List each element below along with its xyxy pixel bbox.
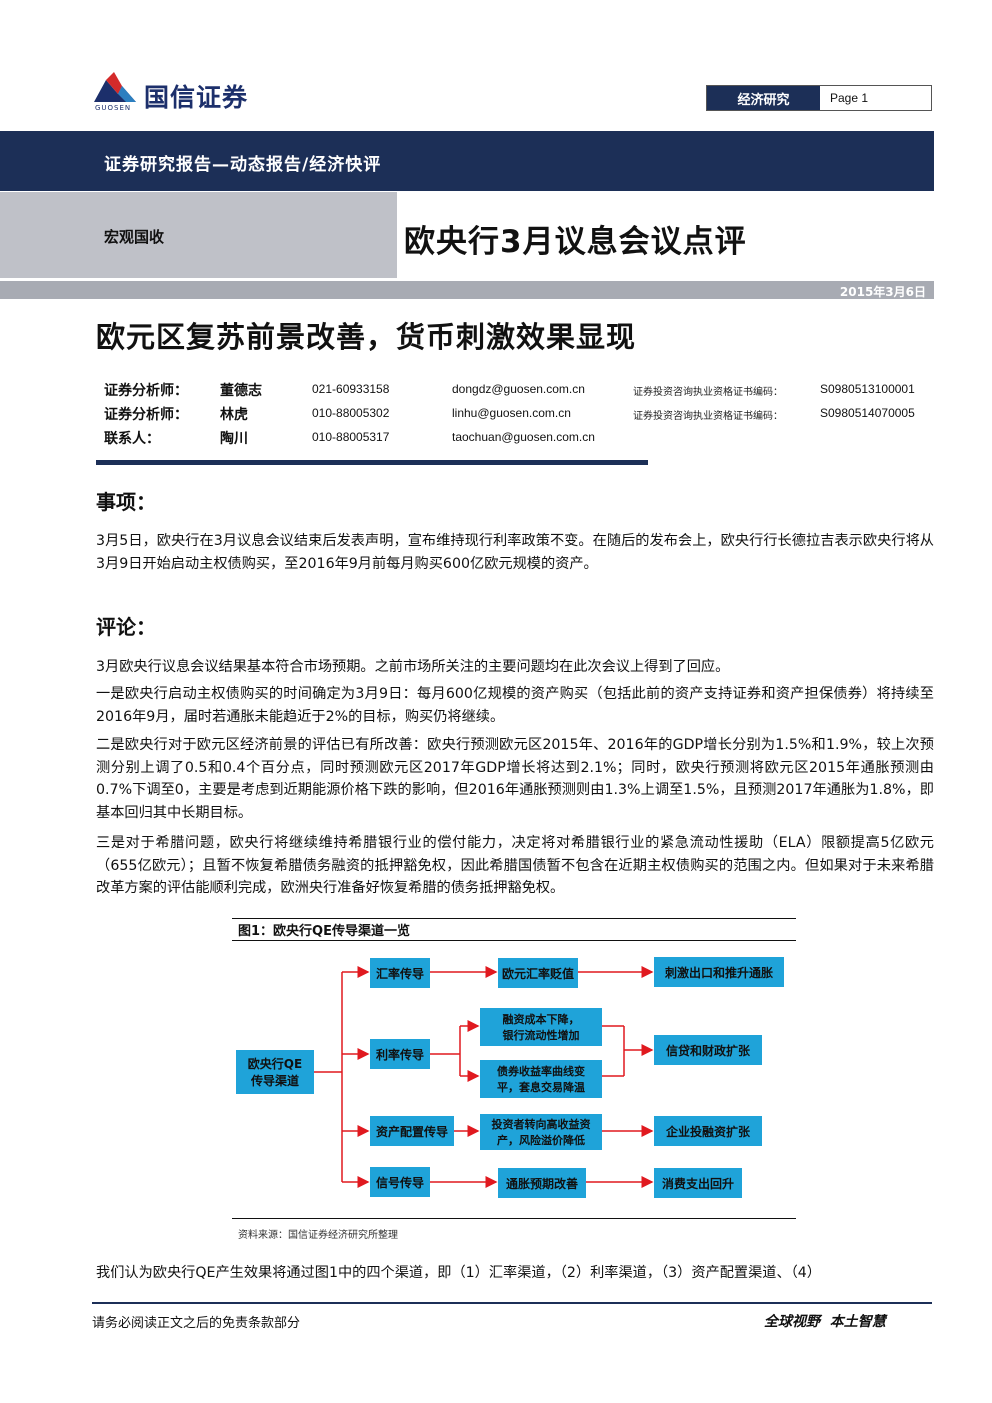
footer-rule xyxy=(92,1302,932,1304)
transmission-flowchart: 欧央行QE 传导渠道 汇率传导 利率传导 资产配置传导 信号传导 欧元汇率贬值 … xyxy=(236,957,784,1198)
comment-paragraph: 三是对于希腊问题，欧央行将继续维持希腊银行业的偿付能力，决定将对希腊银行业的紧急… xyxy=(96,835,934,897)
analyst-email[interactable]: dongdz@guosen.com.cn xyxy=(452,382,585,396)
effect-label: 产，风险溢价降低 xyxy=(497,1133,585,1147)
contact-email[interactable]: taochuan@guosen.com.cn xyxy=(452,430,595,444)
root-node: 欧央行QE 传导渠道 xyxy=(236,1050,314,1094)
footer-disclaimer[interactable]: 请务必阅读正文之后的免责条款部分 xyxy=(92,1316,301,1331)
logo-subtext: GUOSEN xyxy=(95,104,132,112)
category-box: 经济研究 Page 1 xyxy=(706,85,932,111)
comment-heading: 评论： xyxy=(96,615,156,639)
page-label: Page 1 xyxy=(830,91,869,105)
category-label: 经济研究 xyxy=(707,86,820,110)
analyst-email[interactable]: linhu@guosen.com.cn xyxy=(452,406,571,420)
analyst-role: 证券分析师： xyxy=(104,383,188,399)
outcome-label: 信贷和财政扩张 xyxy=(666,1043,751,1058)
effect-label: 银行流动性增加 xyxy=(503,1028,580,1042)
comment-paragraph: 3月欧央行议息会议结果基本符合市场预期。之前市场所关注的主要问题均在此次会议上得… xyxy=(96,659,730,675)
figure-source: 资料来源：国信证券经济研究所整理 xyxy=(238,1230,398,1241)
comment-paragraph: 二是欧央行对于欧元区经济前景的评估已有所改善：欧央行预测欧元区2015年、201… xyxy=(96,737,934,821)
effect-node: 通胀预期改善 xyxy=(498,1168,586,1198)
outcome-label: 企业投融资扩张 xyxy=(665,1124,751,1139)
contact-phone: 010-88005317 xyxy=(312,430,390,444)
root-line-2: 传导渠道 xyxy=(250,1073,299,1088)
effect-node: 投资者转向高收益资 产，风险溢价降低 xyxy=(480,1114,602,1150)
report-title: 欧央行3月议息会议点评 xyxy=(404,224,747,260)
channel-label: 利率传导 xyxy=(376,1047,424,1062)
figure-top-rule xyxy=(232,918,796,919)
effect-node: 债券收益率曲线变 平，套息交易降温 xyxy=(480,1060,602,1098)
outcome-node: 消费支出回升 xyxy=(654,1168,742,1198)
event-paragraph: 3月5日，欧央行在3月议息会议结束后发表声明，宣布维持现行利率政策不变。在随后的… xyxy=(96,533,934,572)
outcome-node: 企业投融资扩张 xyxy=(654,1116,762,1146)
outcome-node: 刺激出口和推升通胀 xyxy=(654,957,784,987)
channel-label: 汇率传导 xyxy=(376,966,424,981)
footer-slogan: 全球视野 本土智慧 xyxy=(764,1314,886,1330)
channel-node: 利率传导 xyxy=(370,1039,430,1069)
sector-panel: 宏观国收 xyxy=(0,192,397,278)
effect-label: 欧元汇率贬值 xyxy=(502,966,574,981)
figure-title-underline xyxy=(232,940,796,941)
analyst-name: 董德志 xyxy=(220,383,262,399)
channel-label: 信号传导 xyxy=(376,1175,424,1190)
analyst-row: 证券分析师： 董德志 021-60933158 dongdz@guosen.co… xyxy=(104,380,934,400)
contact-role: 联系人： xyxy=(104,431,160,447)
company-logo: 国信证券 GUOSEN xyxy=(92,72,292,112)
event-heading: 事项： xyxy=(96,490,156,514)
channel-node: 汇率传导 xyxy=(370,958,430,988)
date-bar: 2015年3月6日 xyxy=(0,281,934,299)
closing-paragraph: 我们认为欧央行QE产生效果将通过图1中的四个渠道，即（1）汇率渠道，（2）利率渠… xyxy=(96,1265,821,1281)
cert-number: S0980513100001 xyxy=(820,382,915,396)
comment-paragraph: 一是欧央行启动主权债购买的时间确定为3月9日：每月600亿规模的资产购买（包括此… xyxy=(96,686,934,725)
effect-node: 融资成本下降， 银行流动性增加 xyxy=(480,1008,602,1046)
figure-bottom-rule xyxy=(232,1218,796,1219)
cert-number: S0980514070005 xyxy=(820,406,915,420)
report-date: 2015年3月6日 xyxy=(839,285,926,299)
sector-label: 宏观国收 xyxy=(104,228,165,246)
effect-label: 投资者转向高收益资 xyxy=(492,1117,591,1131)
cert-label: 证券投资咨询执业资格证书编码： xyxy=(633,411,783,422)
outcome-node: 信贷和财政扩张 xyxy=(654,1035,762,1065)
headline: 欧元区复苏前景改善，货币刺激效果显现 xyxy=(96,320,637,354)
channel-node: 信号传导 xyxy=(370,1167,430,1197)
logo-mark-icon xyxy=(94,72,136,102)
analyst-row: 联系人： 陶川 010-88005317 taochuan@guosen.com… xyxy=(104,428,934,448)
outcome-label: 刺激出口和推升通胀 xyxy=(664,965,773,980)
report-type-banner: 证券研究报告—动态报告/经济快评 xyxy=(0,131,934,191)
logo-text: 国信证券 xyxy=(144,83,249,112)
effect-label: 平，套息交易降温 xyxy=(497,1080,585,1094)
channel-node: 资产配置传导 xyxy=(370,1116,454,1146)
channel-label: 资产配置传导 xyxy=(376,1124,448,1139)
effect-label: 债券收益率曲线变 xyxy=(497,1064,585,1078)
analyst-phone: 021-60933158 xyxy=(312,382,390,396)
analyst-role: 证券分析师： xyxy=(104,407,188,423)
analyst-phone: 010-88005302 xyxy=(312,406,390,420)
analyst-row: 证券分析师： 林虎 010-88005302 linhu@guosen.com.… xyxy=(104,404,934,424)
effect-node: 欧元汇率贬值 xyxy=(498,958,578,988)
analyst-name: 林虎 xyxy=(220,407,248,423)
root-line-1: 欧央行QE xyxy=(248,1056,302,1071)
section-divider xyxy=(96,460,648,465)
contact-name: 陶川 xyxy=(220,431,248,447)
effect-label: 通胀预期改善 xyxy=(506,1176,578,1191)
cert-label: 证券投资咨询执业资格证书编码： xyxy=(633,387,783,398)
figure-title: 图1：欧央行QE传导渠道一览 xyxy=(238,924,410,939)
outcome-label: 消费支出回升 xyxy=(662,1176,734,1191)
effect-label: 融资成本下降， xyxy=(503,1012,580,1026)
